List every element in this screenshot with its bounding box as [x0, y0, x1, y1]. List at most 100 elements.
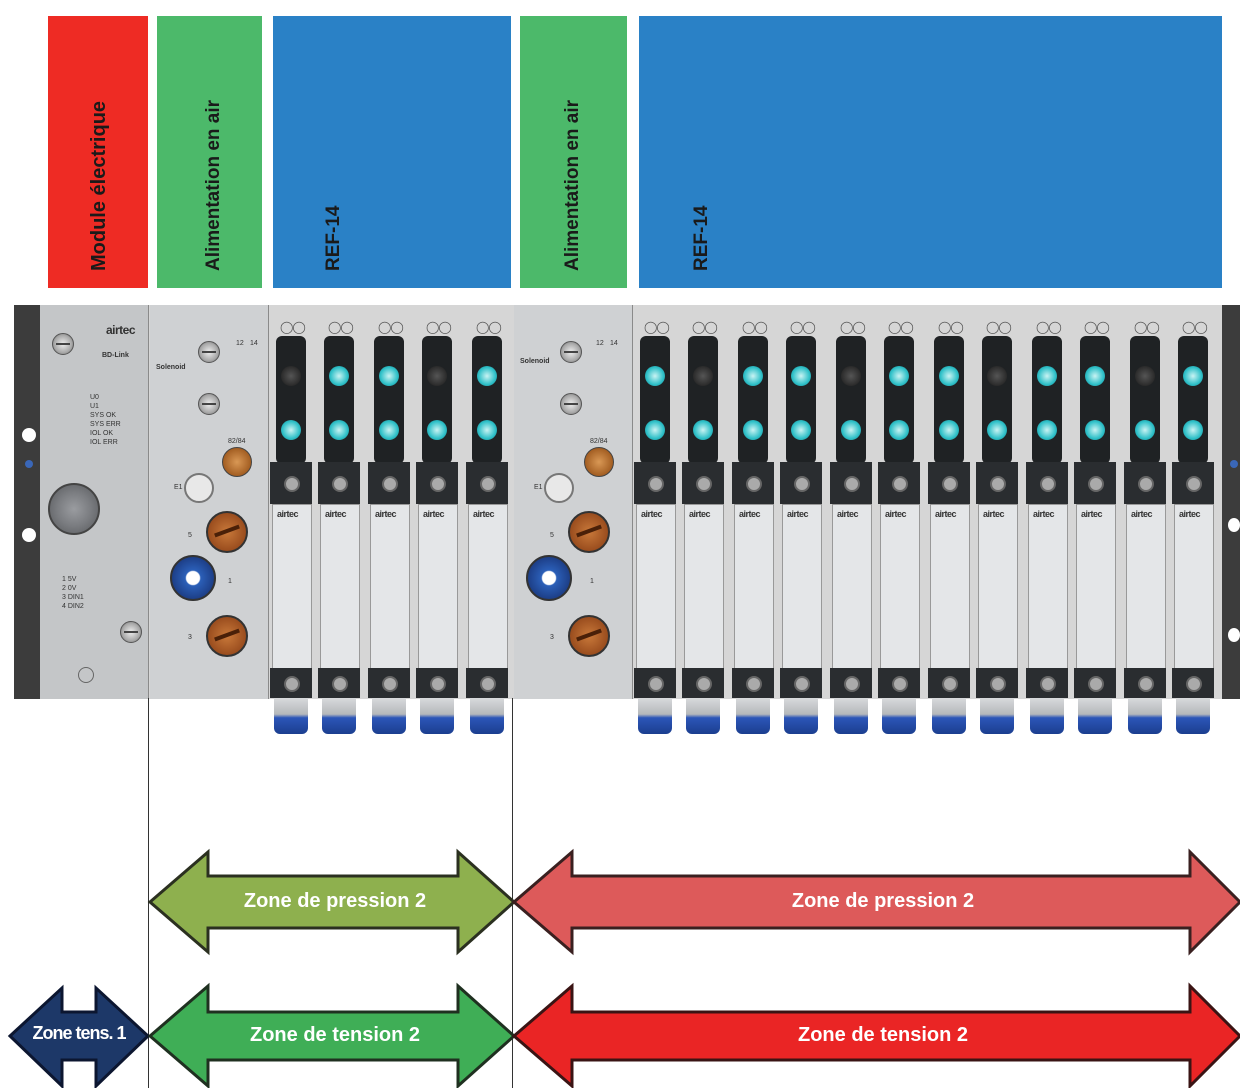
override-button-icon — [281, 366, 301, 386]
valve-brand: airtec — [473, 509, 495, 519]
valve-body: airtec — [978, 504, 1018, 676]
valve-3: ◯◯airtec — [368, 320, 410, 734]
solenoid-cap — [422, 336, 452, 464]
screw-icon — [560, 393, 582, 415]
valve-body: airtec — [320, 504, 360, 676]
valve-body: airtec — [468, 504, 508, 676]
arrow-label: Zone de pression 2 — [243, 890, 427, 912]
solenoid-cap — [738, 336, 768, 464]
valve-brand: airtec — [1081, 509, 1103, 519]
override-button-icon — [743, 420, 763, 440]
override-button-icon — [427, 420, 447, 440]
solenoid-cap — [374, 336, 404, 464]
mount-hole — [1228, 518, 1240, 532]
override-button-icon — [427, 366, 447, 386]
divider-line — [512, 698, 513, 1088]
solenoid-label: Solenoid — [520, 358, 550, 365]
port-label: 1 — [228, 578, 232, 585]
manual-override-icon: ◯◯ — [280, 320, 306, 334]
valve-brand: airtec — [1131, 509, 1153, 519]
valve-foot — [780, 668, 822, 698]
exhaust-fitting-icon — [584, 447, 614, 477]
valve-16: ◯◯airtec — [1124, 320, 1166, 734]
push-fitting-icon — [470, 698, 504, 734]
override-button-icon — [477, 420, 497, 440]
valve-9: ◯◯airtec — [780, 320, 822, 734]
valve-brand: airtec — [983, 509, 1005, 519]
led-label: U1 — [90, 403, 99, 410]
pin-label: 3 DIN1 — [62, 594, 84, 601]
override-button-icon — [987, 366, 1007, 386]
override-button-icon — [1183, 420, 1203, 440]
valve-13: ◯◯airtec — [976, 320, 1018, 734]
push-fitting-icon — [1030, 698, 1064, 734]
header-label: Alimentation en air — [562, 99, 583, 271]
valve-8: ◯◯airtec — [732, 320, 774, 734]
valve-17: ◯◯airtec — [1172, 320, 1214, 734]
override-button-icon — [841, 366, 861, 386]
valve-foot — [318, 668, 360, 698]
valve-block — [466, 462, 508, 504]
valve-body: airtec — [418, 504, 458, 676]
arrow-label: Zone de tension 2 — [797, 1024, 969, 1046]
push-fitting-icon — [274, 698, 308, 734]
valve-block — [732, 462, 774, 504]
mount-screw — [1230, 460, 1238, 468]
valve-brand: airtec — [1033, 509, 1055, 519]
ground-icon — [78, 667, 94, 683]
valve-block — [780, 462, 822, 504]
valve-foot — [270, 668, 312, 698]
valve-block — [878, 462, 920, 504]
override-button-icon — [693, 420, 713, 440]
led-label: IOL ERR — [90, 439, 118, 446]
exhaust-fitting-icon — [222, 447, 252, 477]
solenoid-label: Solenoid — [156, 364, 186, 371]
solenoid-cap — [836, 336, 866, 464]
push-fitting-icon — [638, 698, 672, 734]
push-fitting-icon — [1176, 698, 1210, 734]
valve-foot — [466, 668, 508, 698]
valve-block — [1172, 462, 1214, 504]
valve-6: ◯◯ airtec — [634, 320, 676, 734]
valve-foot — [1172, 668, 1214, 698]
valve-block — [1026, 462, 1068, 504]
valve-foot — [732, 668, 774, 698]
valve-brand: airtec — [1179, 509, 1201, 519]
valve-block — [1074, 462, 1116, 504]
m12-connector-icon — [48, 483, 100, 535]
valve-foot — [416, 668, 458, 698]
valve-brand: airtec — [641, 509, 663, 519]
port-label: 14 — [250, 340, 258, 347]
manual-override-icon: ◯◯ — [742, 320, 768, 334]
valve-block — [976, 462, 1018, 504]
valve-brand: airtec — [837, 509, 859, 519]
pin-label: 4 DIN2 — [62, 603, 84, 610]
valve-5: ◯◯airtec — [466, 320, 508, 734]
valve-body: airtec — [1028, 504, 1068, 676]
valve-body: airtec — [636, 504, 676, 676]
port-label: 82/84 — [228, 438, 246, 445]
override-button-icon — [329, 420, 349, 440]
valve-brand: airtec — [375, 509, 397, 519]
valve-10: ◯◯airtec — [830, 320, 872, 734]
screw-icon — [198, 393, 220, 415]
valve-foot — [976, 668, 1018, 698]
push-fitting-icon — [420, 698, 454, 734]
push-fitting-icon — [372, 698, 406, 734]
port-label: E1 — [174, 484, 183, 491]
override-button-icon — [477, 366, 497, 386]
manual-override-icon: ◯◯ — [644, 320, 670, 334]
override-button-icon — [1183, 366, 1203, 386]
override-button-icon — [281, 420, 301, 440]
override-button-icon — [939, 420, 959, 440]
push-fitting-icon — [784, 698, 818, 734]
arrow-label: Zone tens. 1 — [32, 1023, 126, 1043]
brand-logo: airtec — [106, 323, 136, 337]
valve-brand: airtec — [787, 509, 809, 519]
valve-foot — [830, 668, 872, 698]
valve-brand: airtec — [885, 509, 907, 519]
valve-block — [682, 462, 724, 504]
header-ref-2: REF-14 — [639, 16, 1222, 288]
valve-body: airtec — [930, 504, 970, 676]
divider-line — [148, 698, 149, 1088]
